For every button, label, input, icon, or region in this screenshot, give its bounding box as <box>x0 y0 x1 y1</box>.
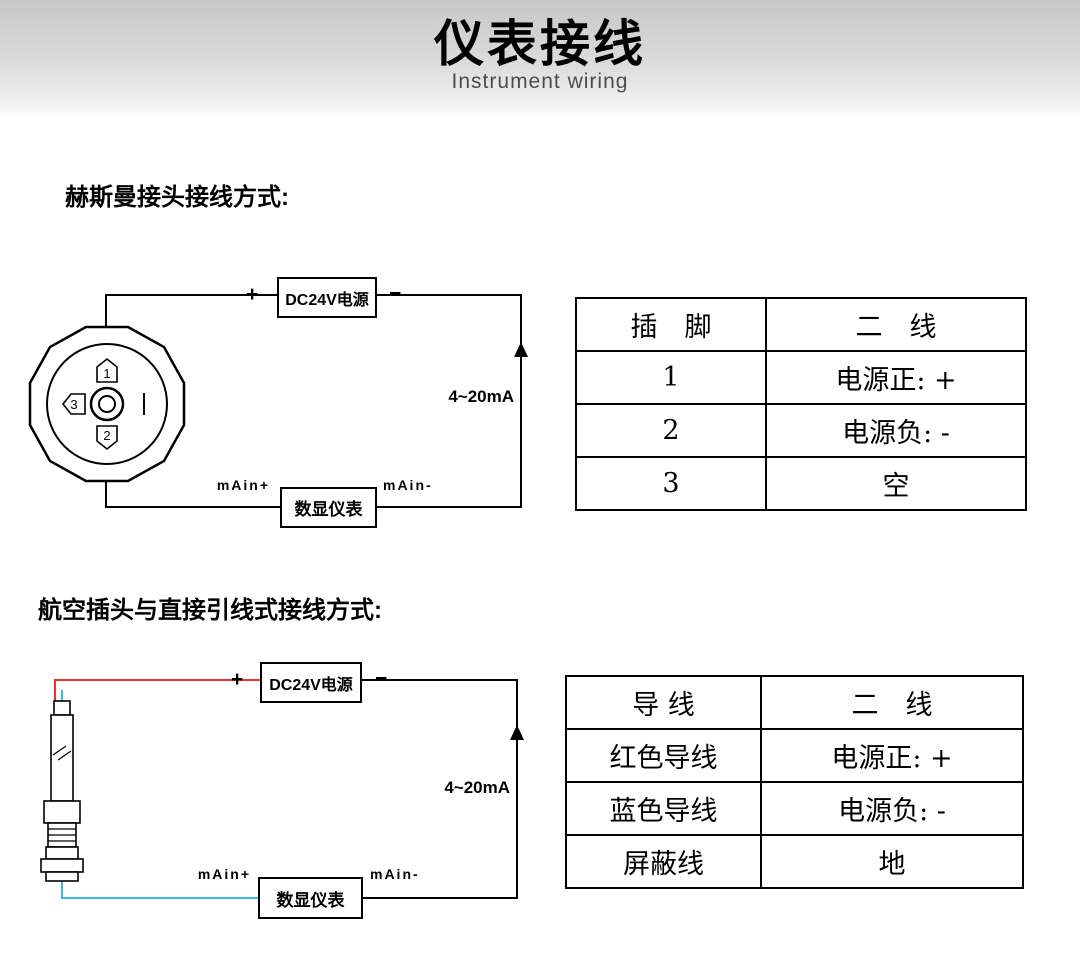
wire-right-vertical-2 <box>516 679 518 899</box>
wire-left-bottom-vertical <box>105 478 107 508</box>
current-direction-arrow-2 <box>510 725 524 740</box>
wire-left-top-vertical <box>105 296 107 330</box>
lead-wiring-table: 导 线 二 线 红色导线电源正: +蓝色导线电源负: -屏蔽线地 <box>565 675 1024 889</box>
table-cell: 电源正: + <box>760 728 1024 783</box>
probe-weld-mark <box>57 750 72 761</box>
page-title: 仪表接线 <box>434 16 646 72</box>
table-cell: 红色导线 <box>565 728 762 783</box>
section2-heading: 航空插头与直接引线式接线方式: <box>38 597 382 624</box>
connector-center-hole <box>98 395 116 413</box>
wire-right-vertical <box>520 294 522 508</box>
wire-top-left-horizontal <box>105 294 278 296</box>
main-plus-label-2: mAin+ <box>197 866 251 882</box>
probe-cable-gland <box>53 700 71 716</box>
current-direction-arrow <box>514 342 528 357</box>
lead-table-body: 红色导线电源正: +蓝色导线电源负: -屏蔽线地 <box>565 728 1024 889</box>
probe-base-plate <box>45 871 79 882</box>
table-header-row: 插 脚 二 线 <box>575 297 1027 352</box>
power-supply-box: DC24V电源 <box>277 277 377 318</box>
power-supply-box-2: DC24V电源 <box>260 662 362 703</box>
table-cell: 电源负: - <box>765 403 1027 458</box>
plus-sign-2: + <box>231 668 244 691</box>
sensor-probe-drawing <box>40 700 84 882</box>
red-wire-horizontal <box>54 679 261 681</box>
probe-weld-mark <box>52 745 67 756</box>
table-row: 红色导线电源正: + <box>565 728 1024 783</box>
table-cell: 空 <box>765 456 1027 511</box>
table-cell: 1 <box>575 350 767 405</box>
page-header: 仪表接线 Instrument wiring <box>0 0 1080 118</box>
digital-meter-box-2: 数显仪表 <box>258 877 363 919</box>
table-cell: 3 <box>575 456 767 511</box>
wire-bottom-right-horizontal-2 <box>363 897 518 899</box>
pin1-outline <box>96 357 118 383</box>
table-cell: 地 <box>760 834 1024 889</box>
table-cell: 蓝色导线 <box>565 781 762 836</box>
table-header-cell: 二 线 <box>760 675 1024 730</box>
digital-meter-box: 数显仪表 <box>280 487 377 528</box>
table-header-cell: 导 线 <box>565 675 762 730</box>
probe-hex-nut <box>43 800 81 824</box>
minus-sign-2: − <box>375 667 388 690</box>
current-range-label: 4~20mA <box>448 387 514 406</box>
table-cell: 电源正: + <box>765 350 1027 405</box>
probe-collar <box>45 846 79 860</box>
pin3-outline <box>61 393 86 415</box>
table-row: 屏蔽线地 <box>565 834 1024 889</box>
wire-top-right-horizontal-2 <box>362 679 518 681</box>
pin1-number: 1 <box>103 366 110 381</box>
table-header-cell: 插 脚 <box>575 297 767 352</box>
minus-sign: − <box>389 282 402 305</box>
main-minus-label-2: mAin- <box>370 866 420 882</box>
page-subtitle: Instrument wiring <box>451 69 629 93</box>
probe-body <box>50 714 74 802</box>
table-cell: 2 <box>575 403 767 458</box>
wire-top-right-horizontal <box>377 294 522 296</box>
probe-flange <box>40 858 84 873</box>
wire-bottom-left-horizontal <box>105 506 281 508</box>
blue-wire-horizontal <box>61 897 258 899</box>
table-header-row: 导 线 二 线 <box>565 675 1024 730</box>
connector-face-circle <box>46 343 168 465</box>
connector-center-ring <box>89 386 125 422</box>
table-cell: 电源负: - <box>760 781 1024 836</box>
pin3-number: 3 <box>70 397 77 412</box>
plus-sign: + <box>246 283 259 306</box>
table-header-cell: 二 线 <box>765 297 1027 352</box>
hirschmann-connector-drawing: 1 2 3 <box>28 325 186 483</box>
wire-bottom-right-horizontal <box>377 506 522 508</box>
current-range-label-2: 4~20mA <box>444 778 510 797</box>
pin2-number: 2 <box>103 428 110 443</box>
main-minus-label: mAin- <box>383 477 433 493</box>
table-cell: 屏蔽线 <box>565 834 762 889</box>
main-plus-label: mAin+ <box>216 477 270 493</box>
table-row: 蓝色导线电源负: - <box>565 781 1024 836</box>
pin2-outline <box>96 425 118 451</box>
section1-heading: 赫斯曼接头接线方式: <box>65 184 289 211</box>
red-wire-vertical <box>54 680 56 704</box>
